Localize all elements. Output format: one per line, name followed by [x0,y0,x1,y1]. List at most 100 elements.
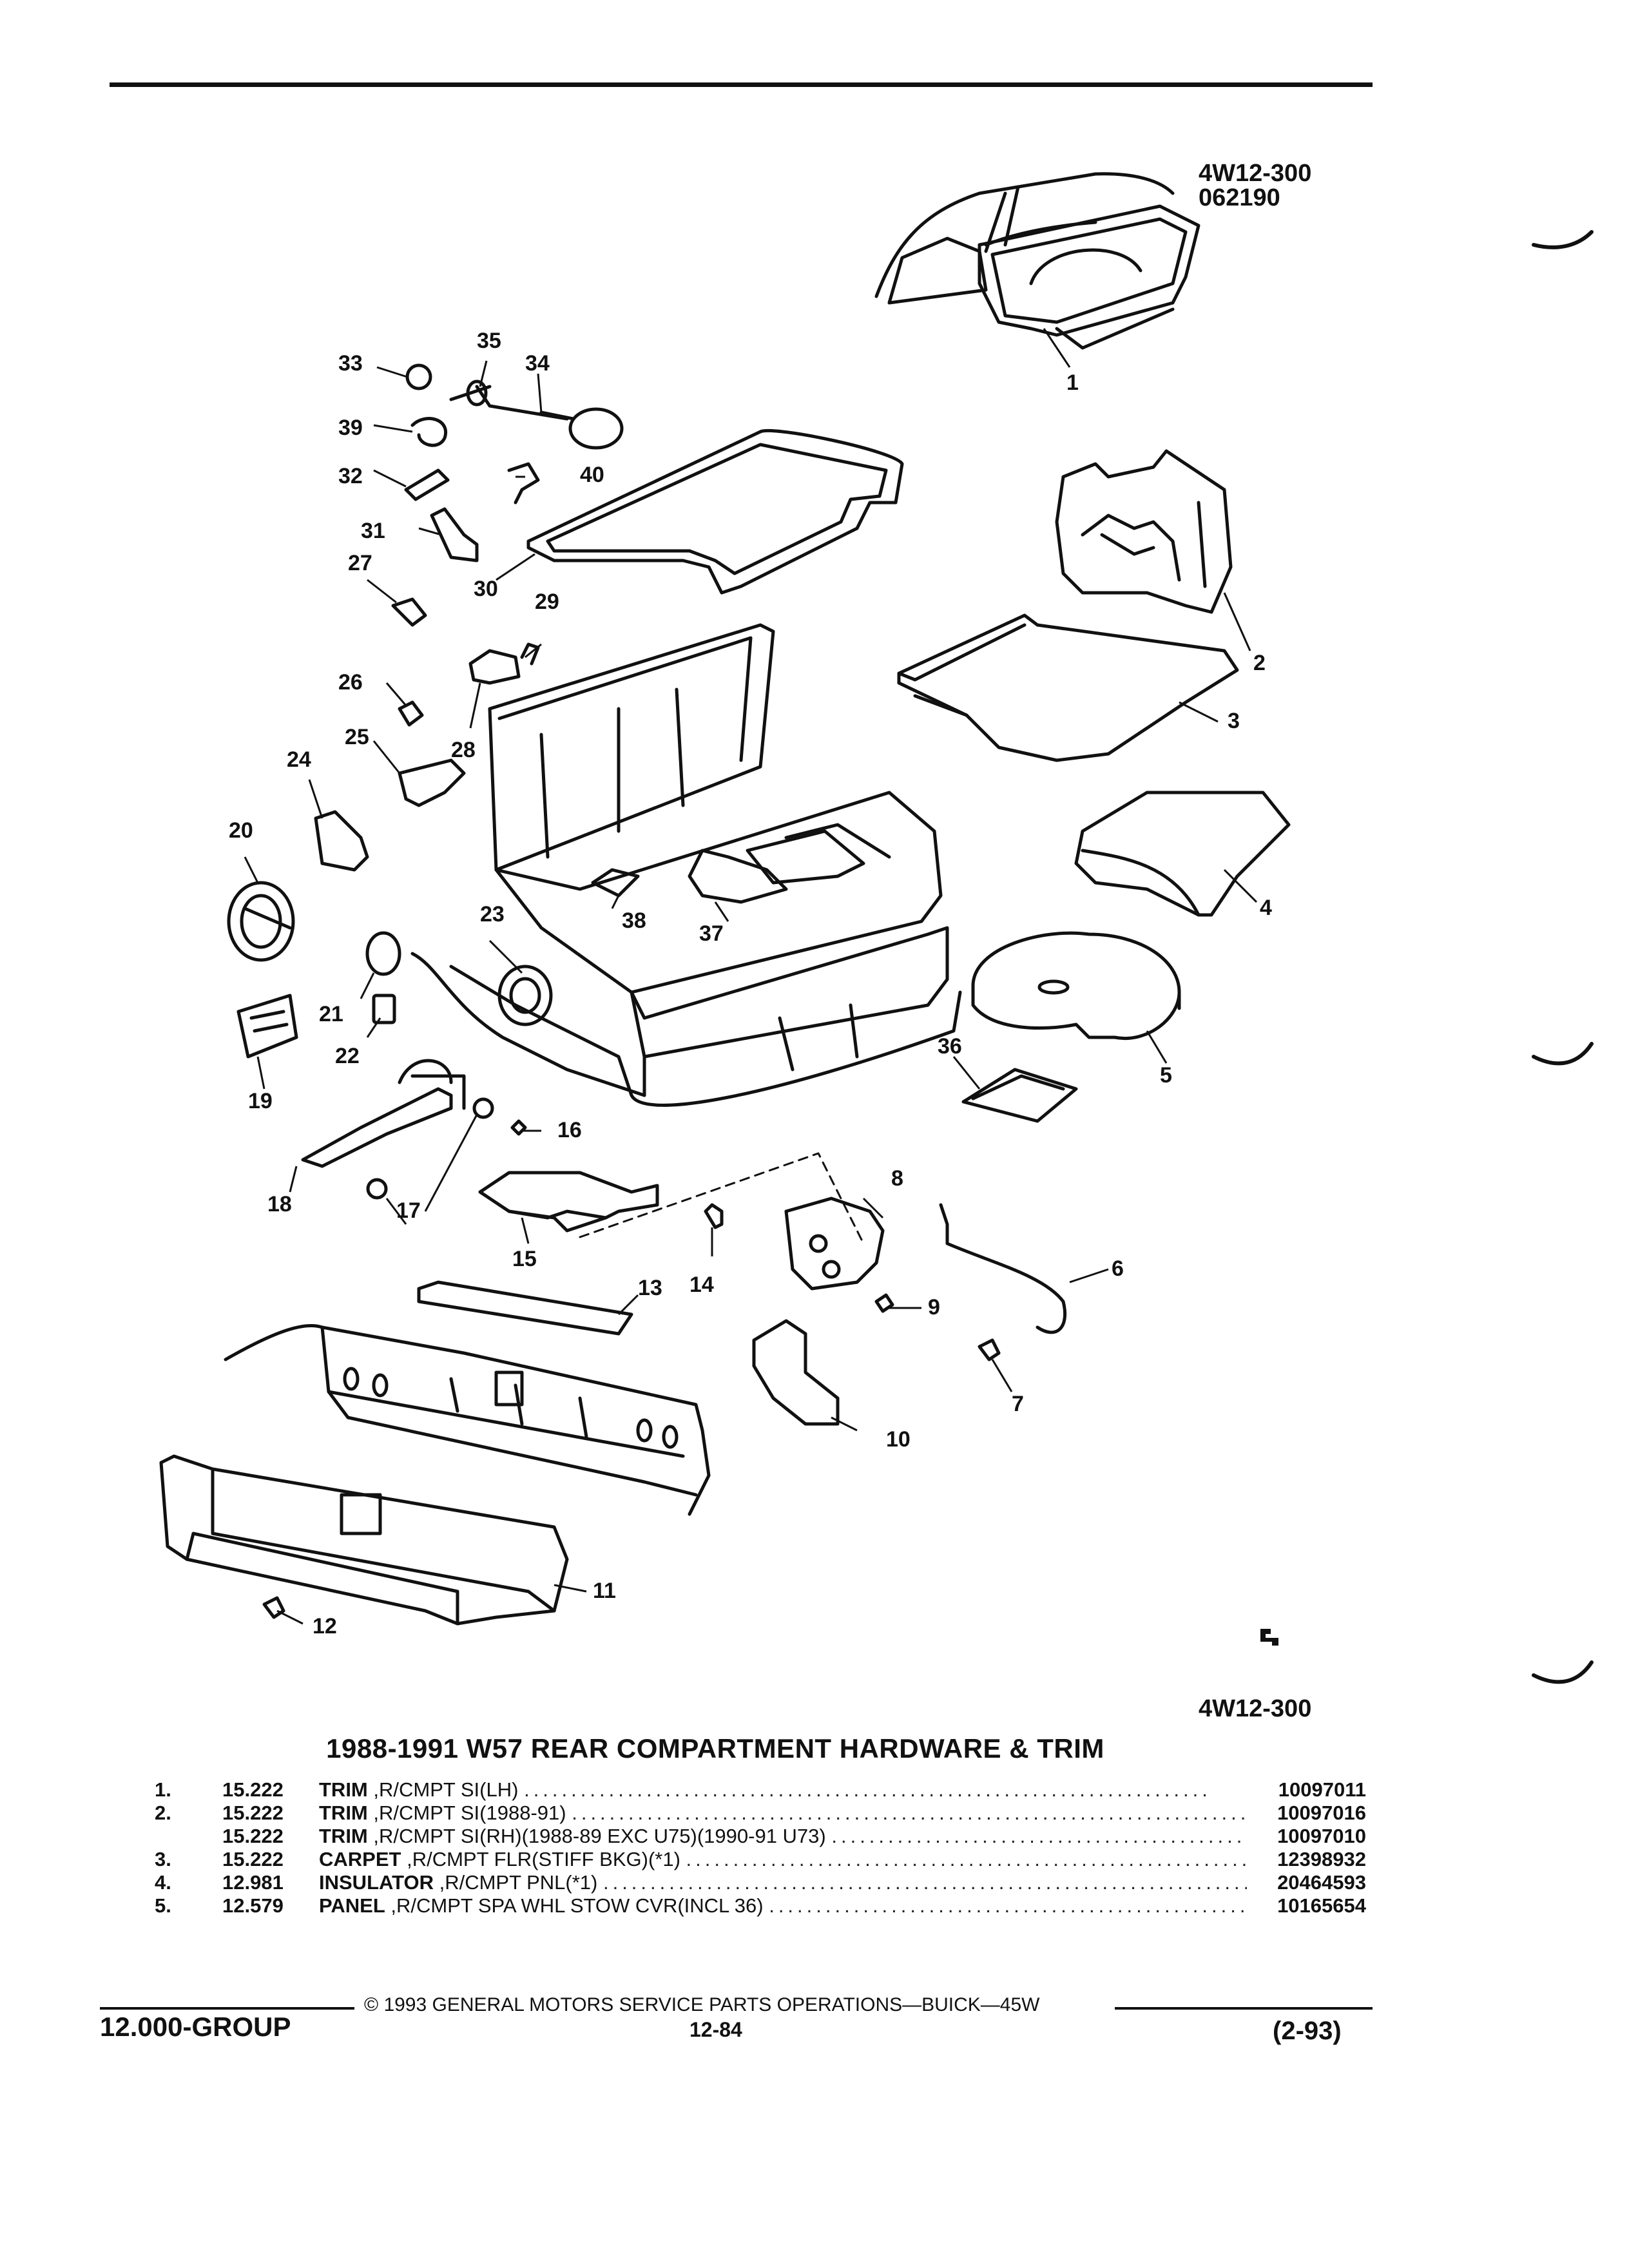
callout-12: 12 [313,1614,337,1639]
part-number: 20464593 [1277,1871,1366,1894]
part-description: TRIM ,R/CMPT SI(RH)(1988-89 EXC U75)(199… [319,1825,1247,1848]
parts-row: 3. 15.222 CARPET ,R/CMPT FLR(STIFF BKG)(… [155,1848,1366,1871]
illustration-code-line1: 4W12-300 [1199,160,1312,187]
part-desc: ,R/CMPT FLR(STIFF BKG)(*1) [407,1848,680,1870]
callout-37: 37 [699,921,724,946]
part-20-disc [227,881,295,962]
part-30-weatherstrip [526,428,904,595]
dot-leader: ........................................… [686,1848,1247,1870]
part-description: TRIM ,R/CMPT SI(1988-91) ...............… [319,1802,1247,1825]
dot-leader: ........................................… [769,1894,1247,1917]
part-8-latch [784,1196,885,1291]
callout-6: 6 [1112,1256,1124,1281]
part-17-fastener [366,1178,388,1200]
part-36-block [961,1068,1078,1123]
group-number: 15.222 [222,1825,284,1847]
callout-9: 9 [928,1295,940,1320]
part-14-bolt [704,1203,724,1229]
dot-leader: ........................................… [831,1825,1247,1847]
part-10-bracket [752,1319,840,1426]
callout-28: 28 [451,738,476,762]
callout-3: 3 [1228,709,1240,733]
item-number: 2. [155,1802,171,1824]
part-31-bracket [430,507,479,562]
callout-32: 32 [338,464,363,488]
footer-rule-left [100,2007,354,2010]
callout-36: 36 [938,1034,962,1059]
callout-38: 38 [622,908,646,933]
part-15-latch [478,1171,659,1233]
part-11-sill-plate [159,1454,569,1626]
footer-group: 12.000-GROUP [100,2012,291,2042]
part-description: TRIM ,R/CMPT SI(LH) ....................… [319,1778,1247,1802]
group-number: 15.222 [222,1848,284,1870]
callout-19: 19 [248,1089,273,1113]
callout-14: 14 [689,1273,714,1297]
part-desc: ,R/CMPT PNL(*1) [439,1871,598,1894]
callout-2: 2 [1253,651,1266,675]
callout-4: 4 [1260,896,1272,920]
callout-8: 8 [891,1166,903,1191]
part-number: 10097016 [1277,1802,1366,1824]
part-5-spare-wheel-cover [971,931,1181,1040]
parts-row: 5. 12.579 PANEL ,R/CMPT SPA WHL STOW CVR… [155,1894,1366,1917]
part-name: TRIM [319,1825,368,1847]
part-26-bumper [398,700,424,727]
part-37-pad [688,849,788,904]
part-39-clip [410,417,448,447]
part-13-strip [417,1280,633,1336]
parts-row: 4. 12.981 INSULATOR ,R/CMPT PNL(*1) ....… [155,1871,1366,1894]
part-desc: ,R/CMPT SPA WHL STOW CVR(INCL 36) [390,1894,764,1917]
callout-34: 34 [525,351,550,376]
callout-16: 16 [557,1118,582,1142]
callout-29: 29 [535,590,559,614]
footer-rule-right [1115,2007,1373,2010]
part-23-fuel-door [497,965,553,1026]
part-4-insulator [1074,791,1291,917]
part-22-block [372,994,396,1024]
page-title: 1988-1991 W57 REAR COMPARTMENT HARDWARE … [326,1733,1104,1763]
part-1-trim-lh [874,172,1200,350]
part-25-bracket [398,758,466,807]
group-number: 12.981 [222,1871,284,1894]
callout-20: 20 [229,818,253,843]
part-40-bracket [507,462,540,505]
illustration-code: 4W12-300 062190 [1199,161,1347,210]
deck-lid-and-body [410,623,962,1107]
parts-list: 1. 15.222 TRIM ,R/CMPT SI(LH) ..........… [155,1778,1366,1917]
callout-35: 35 [477,329,501,353]
part-19-label [236,994,298,1059]
part-description: PANEL ,R/CMPT SPA WHL STOW CVR(INCL 36) … [319,1894,1247,1917]
group-number: 15.222 [222,1802,284,1824]
part-24-bracket [314,810,369,872]
callout-7: 7 [1012,1392,1024,1416]
exploded-parts-diagram [159,172,1291,1626]
parts-row: 15.222 TRIM ,R/CMPT SI(RH)(1988-89 EXC U… [155,1825,1366,1848]
item-number: 1. [155,1778,171,1801]
part-28-hinge [468,649,521,685]
part-name: TRIM [319,1778,368,1801]
item-number: 4. [155,1871,171,1894]
part-name: PANEL [319,1894,385,1917]
part-29-clip [520,642,540,666]
callout-15: 15 [512,1247,537,1271]
callout-18: 18 [267,1192,292,1216]
part-number: 10097010 [1277,1825,1366,1847]
part-name: INSULATOR [319,1871,434,1894]
part-number: 10165654 [1277,1894,1366,1917]
parts-row: 2. 15.222 TRIM ,R/CMPT SI(1988-91) .....… [155,1802,1366,1825]
part-27-bumper [391,597,427,627]
footer-page-number: 12-84 [689,2018,742,2041]
callout-10: 10 [886,1427,911,1452]
callout-26: 26 [338,670,363,695]
callout-40: 40 [580,463,604,487]
part-2-trim [1055,449,1233,614]
footer-copyright: © 1993 GENERAL MOTORS SERVICE PARTS OPER… [364,1994,1040,2015]
part-desc: ,R/CMPT SI(1988-91) [373,1802,566,1824]
callout-22: 22 [335,1044,360,1068]
illustration-code-line2: 062190 [1199,184,1280,211]
part-21-ring [365,931,401,976]
part-9-bolt [874,1293,894,1313]
part-33-nut [405,363,432,390]
part-number: 10097011 [1278,1778,1366,1801]
